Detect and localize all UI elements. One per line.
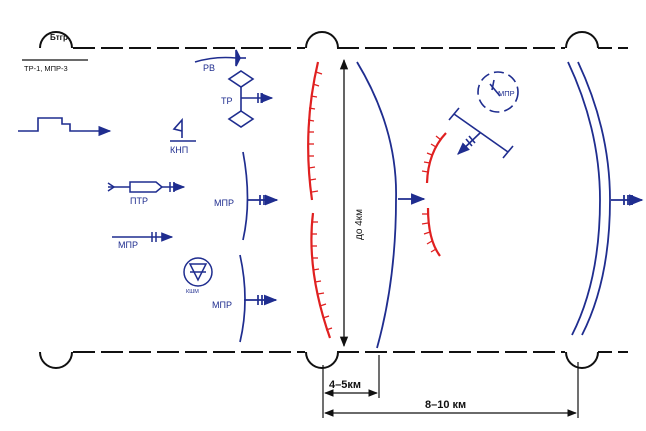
- tr-label: ТР: [221, 96, 233, 106]
- tr-symbol: [227, 70, 274, 128]
- mpr-reserve-label: МПР: [118, 240, 138, 250]
- mpr-first-echelon-top-label: МПР: [214, 198, 234, 208]
- mpr-deep-area: [477, 71, 519, 113]
- mpr-deep-label: МПР: [498, 89, 515, 98]
- unit-header-composition: ТР-1, МПР-3: [24, 64, 68, 73]
- enemy-line-depth: [421, 132, 447, 257]
- mpr-reserve-symbol: [112, 232, 174, 242]
- march-column-symbol: [18, 117, 112, 137]
- kshm-label: КШМ: [186, 289, 199, 295]
- frontage-dimensions: [322, 355, 579, 418]
- rv-symbol: [194, 49, 246, 67]
- kshm-icon: [183, 257, 213, 287]
- counterattack-symbol: [448, 107, 514, 159]
- unit-header: Бтгр ТР-1, МПР-3: [22, 33, 88, 73]
- battalion-line-mid: [356, 61, 426, 349]
- unit-header-title: Бтгр: [50, 33, 68, 42]
- dimension-far-label: 8–10 км: [425, 399, 466, 411]
- ptr-label: ПТР: [130, 196, 148, 206]
- sector-boundaries: [39, 31, 628, 369]
- mpr-first-echelon-top: [242, 151, 279, 241]
- rv-label: РВ: [203, 63, 215, 73]
- dimension-near-label: 4–5км: [329, 379, 361, 391]
- knp-flag-icon: [170, 117, 196, 142]
- ptr-symbol: [107, 181, 186, 193]
- objective-line: [567, 61, 644, 336]
- mpr-first-echelon-bottom-label: МПР: [212, 300, 232, 310]
- depth-label: до 4км: [354, 209, 365, 240]
- knp-label: КНП: [170, 145, 188, 155]
- mpr-first-echelon-bottom: [239, 254, 278, 343]
- enemy-line-forward: [307, 61, 333, 339]
